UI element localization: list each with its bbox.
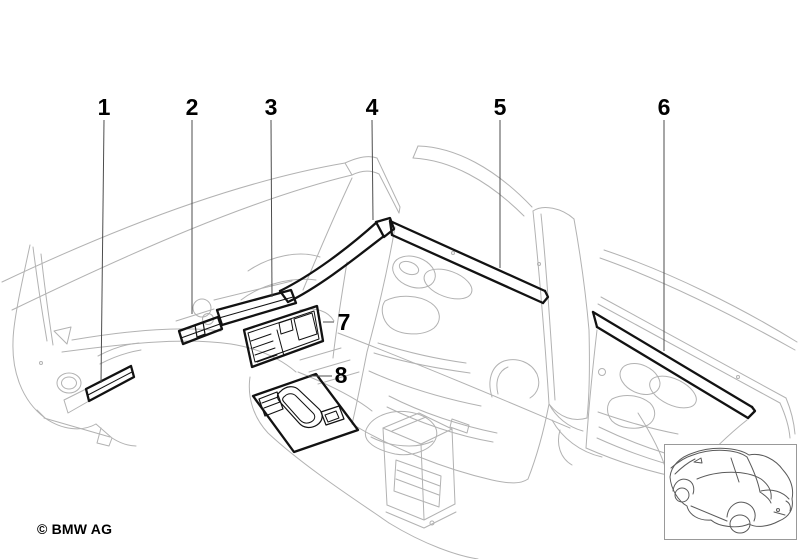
callout-2[interactable]: 2 (186, 94, 199, 120)
callout-labels: 1 2 3 4 5 6 7 8 (98, 94, 671, 388)
leader-line-4 (371, 119, 374, 221)
leader-line-3 (270, 119, 273, 298)
interior-sketch (1, 145, 798, 559)
part-2-dashboard-trim-strip-left[interactable] (177, 315, 224, 346)
part-8-gearshift-console-trim[interactable] (251, 372, 360, 454)
callout-8[interactable]: 8 (335, 362, 348, 388)
part-7-heater-control-trim[interactable] (242, 304, 325, 369)
callout-7[interactable]: 7 (338, 309, 351, 335)
leader-line-1 (100, 119, 105, 384)
leader-lines (100, 119, 665, 384)
callout-5[interactable]: 5 (494, 94, 507, 120)
car-icon (669, 447, 794, 534)
part-3-dashboard-trim-strip-centre[interactable] (215, 288, 298, 327)
callout-1[interactable]: 1 (98, 94, 111, 120)
part-6-rear-door-trim-strip[interactable] (591, 310, 757, 420)
vehicle-thumbnail (664, 444, 797, 540)
copyright-text: © BMW AG (37, 521, 113, 537)
callout-3[interactable]: 3 (265, 94, 278, 120)
part-4-dashboard-end-trim[interactable] (278, 216, 396, 304)
part-5-front-door-trim-strip[interactable] (388, 219, 550, 305)
part-1-door-trim-strip-left[interactable] (84, 364, 136, 403)
callout-4[interactable]: 4 (366, 94, 379, 120)
callout-6[interactable]: 6 (658, 94, 671, 120)
